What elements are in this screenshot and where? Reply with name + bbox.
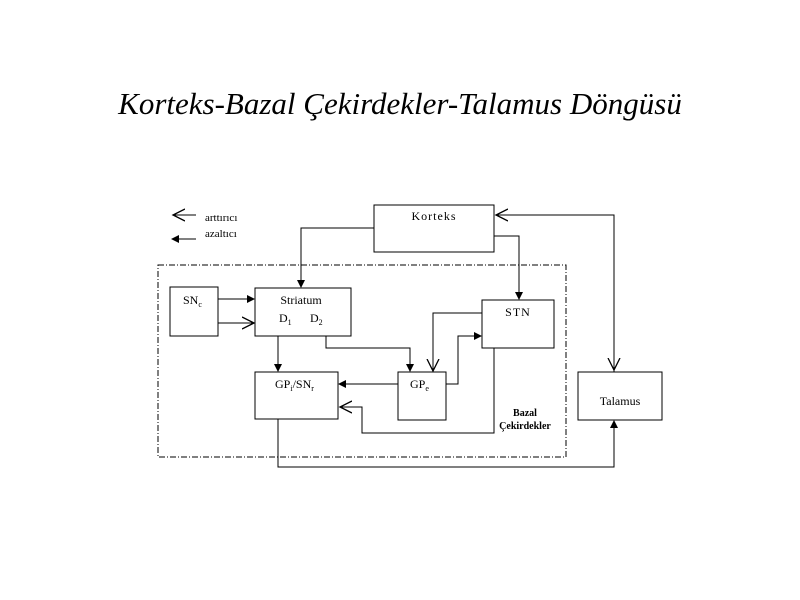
edge-korteks-to-stn bbox=[494, 235, 523, 300]
node-snc-subscript: c bbox=[198, 300, 202, 309]
node-stn: STN bbox=[481, 299, 555, 349]
edge-gpi-to-talamus bbox=[277, 419, 618, 468]
legend: arttırıcı azaltıcı bbox=[171, 212, 237, 243]
svg-text:GPe: GPe bbox=[410, 377, 429, 393]
node-snc: SNc bbox=[169, 286, 219, 337]
svg-text:D2: D2 bbox=[310, 311, 323, 327]
node-talamus-label: Talamus bbox=[600, 394, 641, 408]
node-korteks-label: Korteks bbox=[412, 209, 457, 223]
node-gpe: GPe bbox=[397, 371, 447, 421]
node-gpi-snr: GPi/SNr bbox=[254, 371, 339, 420]
node-snr-label: /SN bbox=[293, 377, 312, 391]
node-gpi-label: GP bbox=[275, 377, 291, 391]
node-striatum: Striatum D1 D2 bbox=[254, 287, 352, 337]
node-striatum-d2: D bbox=[310, 311, 319, 325]
edge-stn-to-gpi bbox=[340, 348, 495, 434]
node-striatum-d1-sub: 1 bbox=[288, 318, 292, 327]
svg-text:GPi/SNr: GPi/SNr bbox=[275, 377, 314, 393]
node-korteks: Korteks bbox=[373, 204, 495, 253]
node-gpi-subscript: i bbox=[290, 384, 293, 393]
node-stn-label: STN bbox=[505, 305, 531, 319]
node-gpe-label: GP bbox=[410, 377, 426, 391]
svg-text:SNc: SNc bbox=[183, 293, 202, 309]
node-gpe-subscript: e bbox=[425, 384, 429, 393]
diagram-title: Korteks-Bazal Çekirdekler-Talamus Döngüs… bbox=[118, 86, 682, 121]
svg-text:D1: D1 bbox=[279, 311, 292, 327]
node-snc-label: SN bbox=[183, 293, 199, 307]
legend-excitatory-label: arttırıcı bbox=[205, 212, 237, 224]
region-label-line2: Çekirdekler bbox=[499, 421, 551, 432]
region-label-line1: Bazal bbox=[513, 408, 537, 419]
node-striatum-d2-sub: 2 bbox=[319, 318, 323, 327]
edge-gpe-to-stn bbox=[446, 332, 482, 385]
node-striatum-label: Striatum bbox=[280, 293, 322, 307]
edge-stn-to-gpe bbox=[433, 312, 482, 371]
edge-striatum-to-gpe bbox=[325, 336, 414, 372]
legend-inhibitory-label: azaltıcı bbox=[205, 228, 237, 240]
node-snr-subscript: r bbox=[311, 384, 314, 393]
node-striatum-d1: D bbox=[279, 311, 288, 325]
basal-ganglia-region bbox=[157, 264, 567, 458]
edge-korteks-to-striatum bbox=[297, 227, 374, 288]
node-talamus: Talamus bbox=[577, 371, 663, 421]
